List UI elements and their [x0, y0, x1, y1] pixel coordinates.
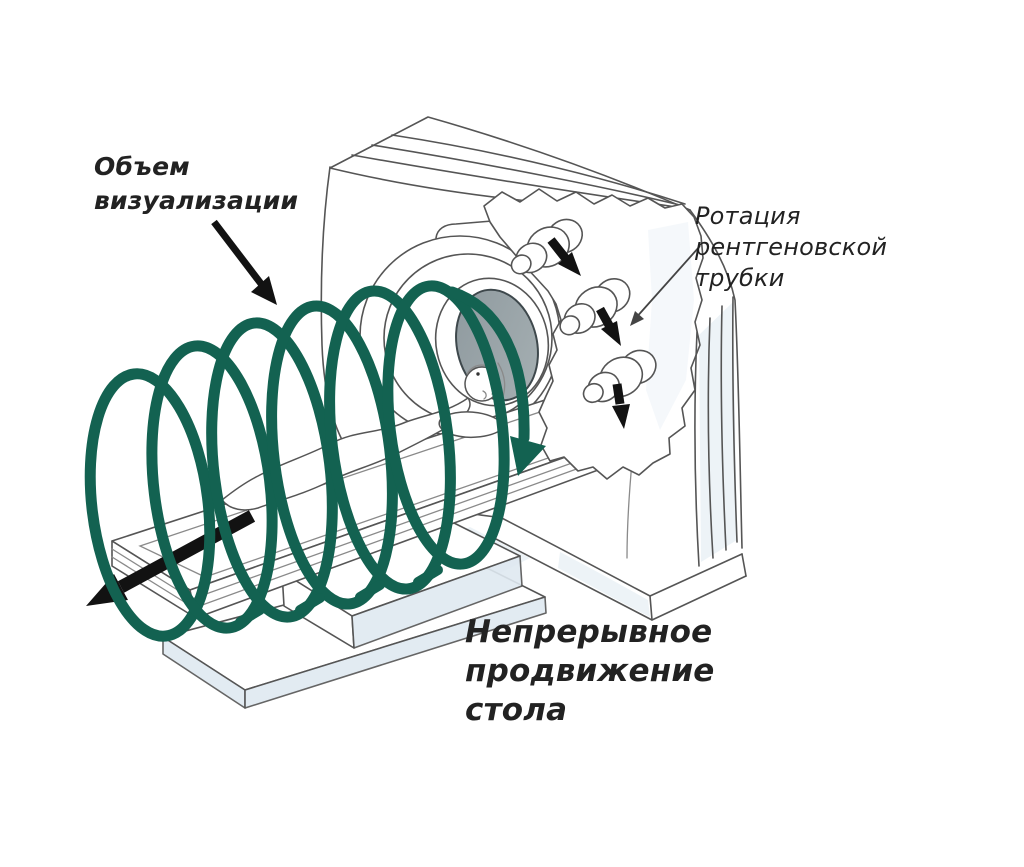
cutaway-shading: [646, 222, 694, 430]
volume-pointer-arrow: [211, 219, 277, 305]
helix-arrowhead-icon: [510, 436, 546, 476]
bore-top-tab: [435, 220, 493, 239]
gantry-rib: [720, 305, 727, 551]
helix-loop: [382, 280, 510, 570]
tube-rotation-label: Ротация рентгеновской трубки: [695, 202, 888, 292]
tube-rotation-arrow: [547, 237, 581, 276]
patient-eye: [476, 372, 480, 376]
gantry-base-skirt: [493, 513, 743, 597]
gantry-rib: [731, 296, 738, 543]
helix-scan-path: [84, 280, 546, 642]
tube-nose: [559, 315, 581, 336]
gantry-rib: [694, 331, 700, 567]
gantry-panel-line: [626, 461, 633, 559]
volume-label: Объем визуализации: [94, 152, 299, 215]
gantry-base-skirt: [493, 537, 747, 621]
gantry-right-edge: [689, 209, 743, 549]
xray-tubes: [510, 218, 657, 404]
helix-connector-tick: [295, 593, 325, 615]
gantry-base-shading: [558, 552, 650, 617]
patient-body: [221, 397, 471, 511]
helix-connector-tick: [355, 580, 385, 602]
helix-connector-tick: [413, 565, 443, 587]
helix-connector-tick: [235, 605, 265, 627]
gantry-right-face-shading: [699, 302, 737, 562]
table-pedestal-side: [351, 555, 523, 649]
gantry-top-ridge: [391, 134, 686, 205]
patient: [221, 362, 507, 511]
label-pointer-arrow: [630, 245, 701, 326]
xray-tube: [582, 349, 657, 404]
helix-loop: [324, 285, 456, 595]
table-motion-label: Непрерывное продвижение стола: [465, 614, 715, 728]
xray-tube: [559, 278, 631, 336]
helix-end-arc: [446, 286, 530, 444]
tube-nose: [582, 382, 604, 404]
gantry-cutaway: [483, 188, 738, 567]
tube-rotation-arrow: [612, 383, 630, 429]
tube-nose: [510, 254, 532, 275]
helix-loop: [84, 368, 216, 642]
volume-arrowhead-icon: [251, 276, 277, 305]
pointer-arrowhead-icon: [630, 311, 644, 326]
tube-rotation-arrow: [596, 306, 621, 346]
xray-tube: [510, 218, 584, 275]
gantry-rib: [707, 317, 714, 559]
gantry-top-ridge: [371, 144, 685, 207]
patient-table: [111, 399, 629, 709]
helix-loop: [146, 340, 278, 634]
table-floor-plinth-side: [244, 596, 547, 709]
patient-chest: [438, 411, 507, 439]
